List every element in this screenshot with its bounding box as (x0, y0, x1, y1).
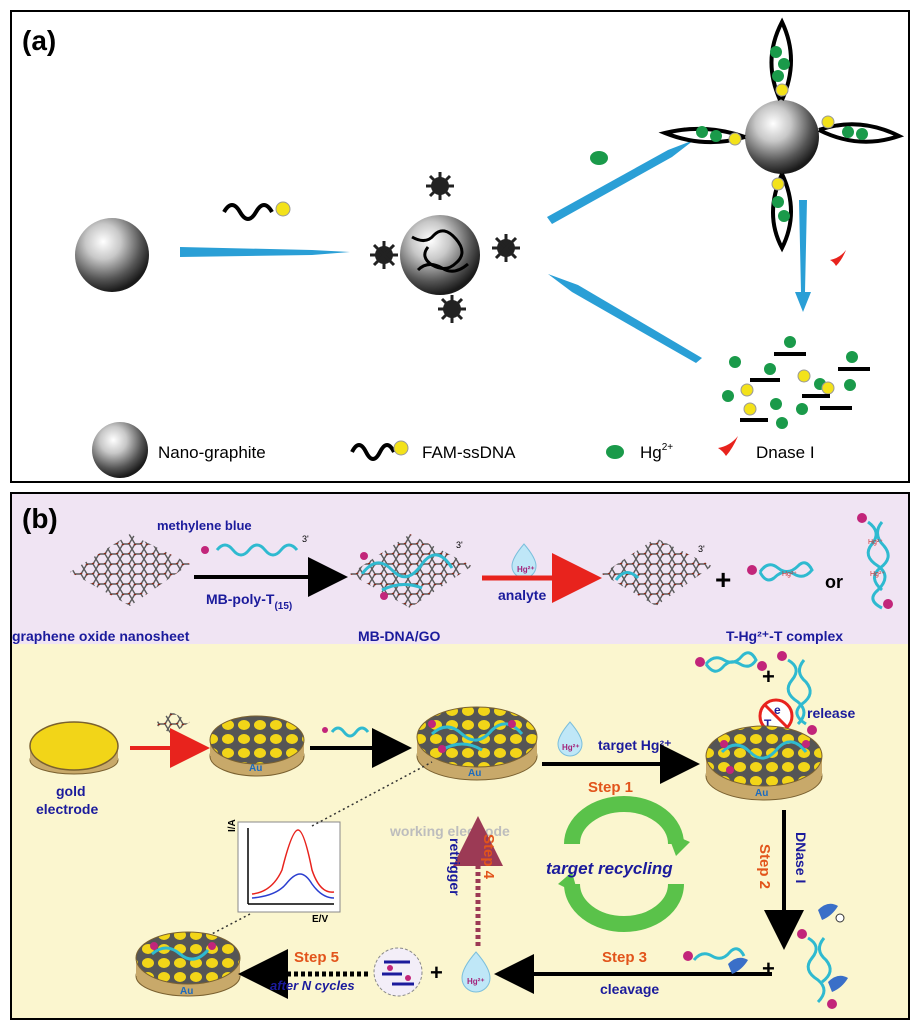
step2-label: Step 2 (756, 844, 773, 889)
working-electrode: Au (416, 706, 538, 781)
svg-text:Au: Au (249, 763, 262, 774)
arrow-regeneration (548, 274, 702, 363)
electrode-label: electrode (36, 801, 98, 817)
step5-label: Step 5 (294, 949, 339, 966)
go-released: 3' (602, 538, 712, 606)
cleavage-label: cleavage (600, 981, 659, 997)
no-electron-transfer-icon: e T (758, 698, 794, 734)
released-complex: + (695, 651, 817, 735)
svg-text:Hg²⁺: Hg²⁺ (517, 565, 535, 574)
fam-ssdna-probe (222, 201, 291, 221)
arrow-dnase-digestion (795, 200, 811, 312)
panel-a: (a) (10, 10, 910, 483)
svg-text:3': 3' (456, 540, 463, 550)
nano-graphite-sphere (75, 218, 149, 292)
arrow-hg-binding (547, 140, 694, 224)
legend-nano-graphite-label: Nano-graphite (158, 443, 266, 462)
after-n-cycles-label: after N cycles (270, 978, 355, 993)
svg-text:Au: Au (468, 768, 481, 779)
complex-electrode: Au (705, 725, 823, 801)
dpv-inset: I/A E/V (227, 819, 341, 925)
mb-dna-probe: 3' (201, 534, 309, 557)
recycling-arrows (558, 796, 690, 932)
legend-fam-ssdna-label: FAM-ssDNA (422, 443, 516, 462)
svg-text:+: + (762, 956, 775, 981)
panel-a-label: (a) (22, 25, 56, 56)
complex-label: T-Hg²⁺-T complex (726, 628, 843, 644)
svg-text:Hg²⁺: Hg²⁺ (562, 743, 580, 752)
mb-dna-go-label: MB-DNA/GO (358, 628, 441, 644)
analyte-label: analyte (498, 587, 546, 603)
plus-top: + (715, 564, 731, 595)
svg-text:3': 3' (698, 544, 705, 554)
legend: Nano-graphite FAM-ssDNA Hg2+ Dnase I (92, 422, 815, 478)
target-recycling-label: target recycling (546, 859, 673, 878)
hg-drop-recycle: Hg²⁺ (461, 951, 491, 993)
step4-label: Step 4 (480, 834, 497, 880)
go-nanosheet (70, 534, 190, 606)
panel-b-diagram: (b) graphene oxide nanosheet methylene b… (12, 494, 908, 1018)
svg-text:Hg²⁺: Hg²⁺ (870, 571, 885, 578)
hg-ion-dot (590, 151, 608, 165)
legend-nano-graphite-icon (92, 422, 148, 478)
panel-a-diagram: (a) (22, 17, 905, 478)
complex-hairpin-1: Hg²⁺ (747, 561, 814, 582)
mb-probe-mini (322, 726, 370, 738)
arrow-adsorption (180, 247, 350, 257)
go-mini-sheet (154, 712, 190, 734)
panel-b-label: (b) (22, 503, 58, 534)
svg-text:T: T (764, 717, 772, 731)
hg-complex-sphere (658, 17, 905, 253)
svg-text:Hg²⁺: Hg²⁺ (467, 977, 485, 986)
enzyme-bound-complexes: + (683, 929, 848, 1009)
legend-hg-icon (606, 445, 624, 459)
svg-text:Au: Au (180, 986, 193, 997)
mb-poly-t-label: MB-poly-T(15) (206, 591, 292, 612)
target-hg-label: target Hg²⁺ (598, 737, 672, 753)
svg-text:3': 3' (302, 534, 309, 544)
step3-label: Step 3 (602, 949, 647, 966)
svg-text:Hg²⁺: Hg²⁺ (868, 539, 883, 546)
dnase-label: DNase I (793, 832, 809, 883)
gold-electrode (29, 721, 119, 775)
panel-b: (b) graphene oxide nanosheet methylene b… (10, 492, 910, 1020)
go-nanosheet-label: graphene oxide nanosheet (12, 628, 190, 644)
hg-drop-step1: Hg²⁺ (557, 721, 583, 757)
gold-label: gold (56, 783, 86, 799)
legend-fam-ssdna-icon (350, 443, 396, 461)
svg-text:e: e (774, 703, 781, 717)
mb-dna-go: 3' (350, 534, 472, 608)
svg-text:Hg²⁺: Hg²⁺ (782, 571, 797, 578)
go-electrode: Au (209, 715, 305, 777)
methylene-blue-label: methylene blue (157, 518, 252, 533)
final-electrode: Au (135, 931, 241, 997)
legend-dnase-label: Dnase I (756, 443, 815, 462)
graphite-ssdna-complex (370, 172, 520, 323)
retrigger-label: retrigger (447, 838, 463, 896)
release-label: release (807, 705, 855, 721)
dnase-enzyme-icon (818, 903, 845, 923)
svg-text:+: + (762, 664, 775, 689)
or-label: or (825, 572, 843, 592)
inset-pointer-2 (161, 913, 251, 961)
plus-fragments: + (430, 960, 443, 985)
legend-hg-label: Hg2+ (640, 442, 673, 462)
legend-dnase-icon (718, 436, 738, 456)
dnase-mark (830, 250, 846, 266)
step1-label: Step 1 (588, 779, 633, 796)
svg-text:Au: Au (755, 788, 768, 799)
complex-hairpin-2: Hg²⁺ Hg²⁺ (857, 513, 893, 610)
digested-fragments (373, 947, 423, 997)
cleaved-fragments (722, 336, 870, 429)
dpv-y-label: I/A (227, 819, 238, 832)
dpv-x-label: E/V (312, 914, 328, 925)
